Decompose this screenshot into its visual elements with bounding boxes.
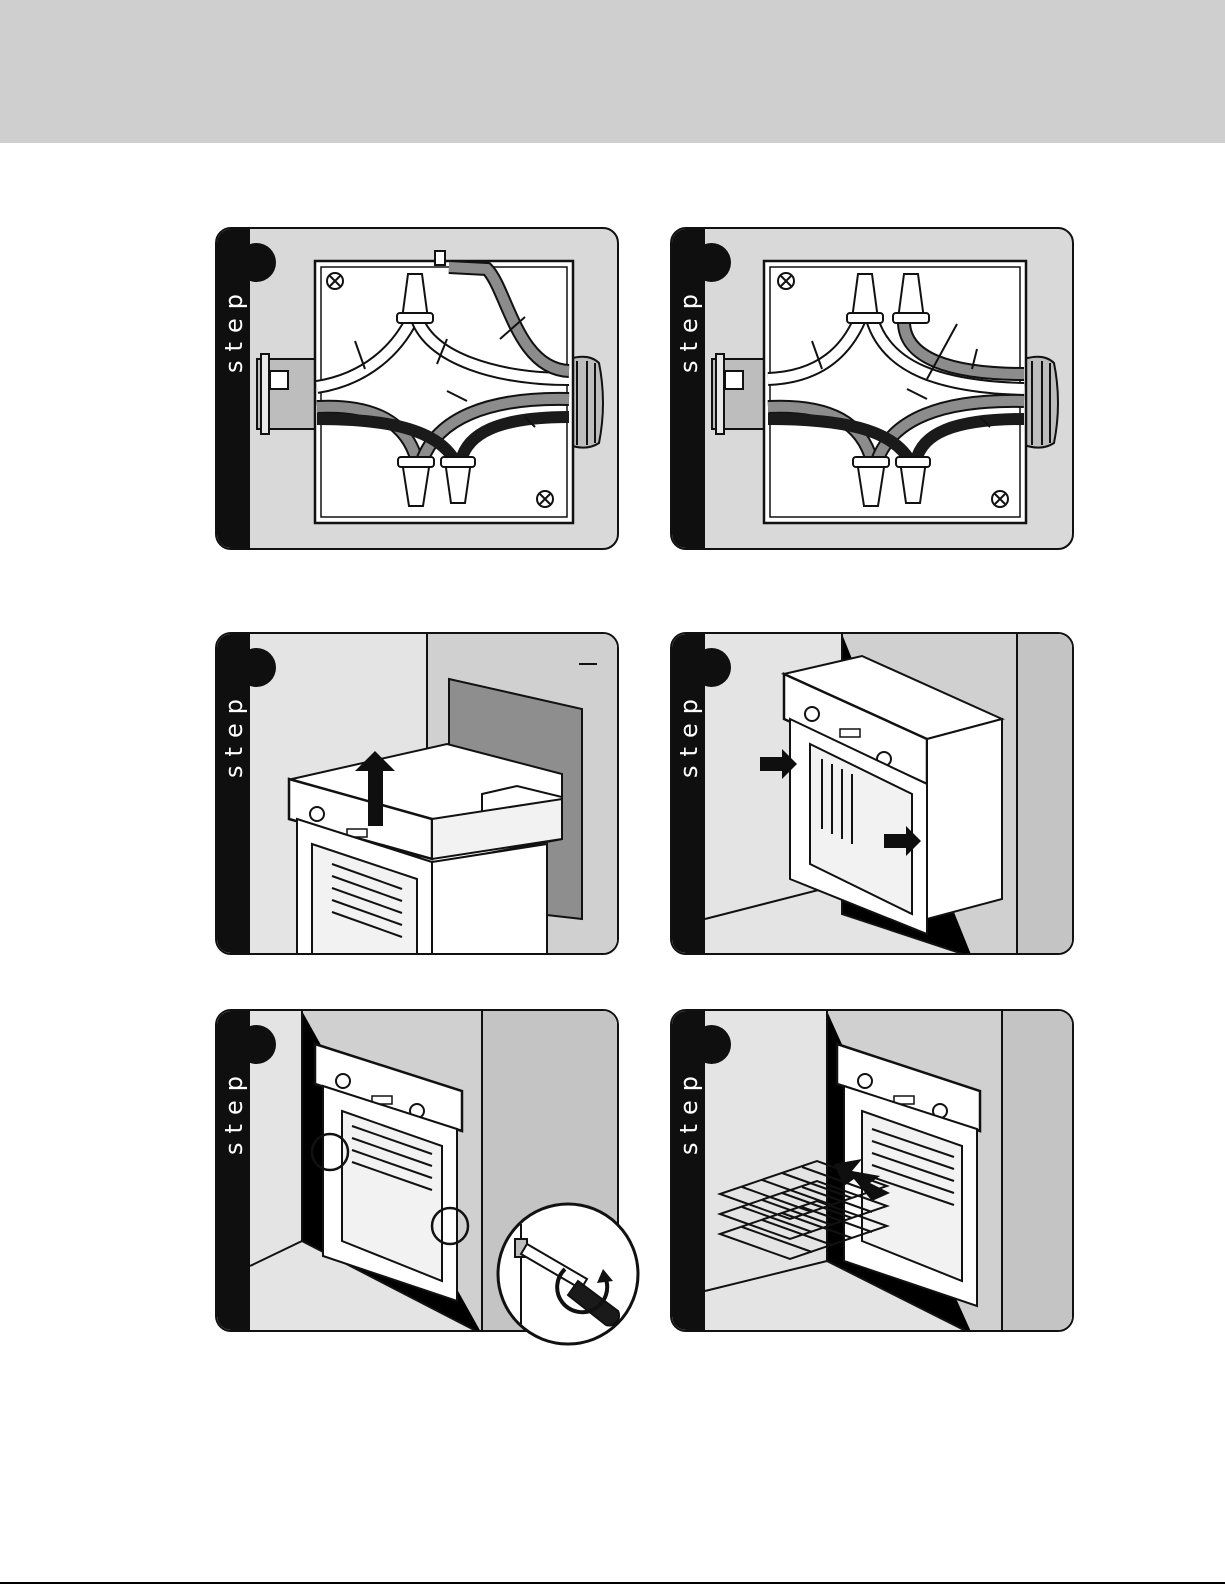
oven-lift-illustration bbox=[217, 634, 619, 955]
footer-rule bbox=[0, 1582, 1225, 1584]
junction-box-wiring-illustration bbox=[217, 229, 619, 550]
step-panel-insert-racks: step bbox=[670, 1009, 1074, 1332]
step-label: step bbox=[675, 285, 703, 373]
oven-racks-illustration bbox=[672, 1011, 1074, 1332]
oven-push-illustration bbox=[672, 634, 1074, 955]
step-label: step bbox=[220, 690, 248, 778]
step-label: step bbox=[675, 690, 703, 778]
step-label: step bbox=[220, 285, 248, 373]
step-number-badge bbox=[237, 648, 276, 687]
step-panel-lift-oven: step bbox=[215, 632, 619, 955]
step-panel-wiring-a: step bbox=[215, 227, 619, 550]
step-number-badge bbox=[237, 243, 276, 282]
step-panel-screw-oven: step bbox=[215, 1009, 619, 1332]
step-number-badge bbox=[692, 243, 731, 282]
step-number-badge bbox=[692, 1025, 731, 1064]
junction-box-wiring-illustration bbox=[672, 229, 1074, 550]
header-band bbox=[0, 0, 1225, 143]
step-panel-wiring-b: step bbox=[670, 227, 1074, 550]
step-label: step bbox=[675, 1067, 703, 1155]
step-number-badge bbox=[237, 1025, 276, 1064]
step-panel-push-oven: step bbox=[670, 632, 1074, 955]
screw-detail-magnifier bbox=[493, 1199, 643, 1349]
step-number-badge bbox=[692, 648, 731, 687]
step-label: step bbox=[220, 1067, 248, 1155]
